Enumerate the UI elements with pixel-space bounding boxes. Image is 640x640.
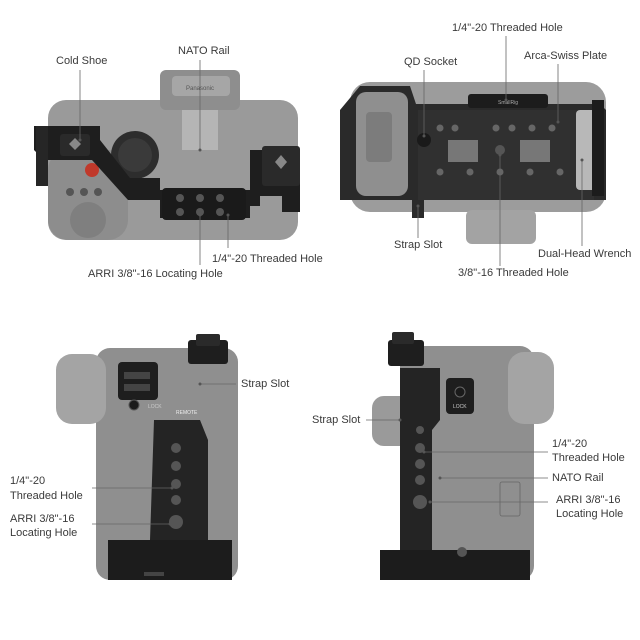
label-strap-slot-tr: Strap Slot — [394, 239, 443, 251]
label-threaded-hole-br-2: Threaded Hole — [552, 452, 625, 464]
label-threaded-hole-top: 1/4"-20 Threaded Hole — [212, 253, 323, 265]
label-threaded-hole-bl-2: Threaded Hole — [10, 490, 83, 502]
label-threaded-hole-br-1: 1/4"-20 — [552, 438, 588, 450]
lock-text-left: LOCK — [148, 404, 162, 410]
label-arri-br-1: ARRI 3/8"-16 — [556, 494, 621, 506]
label-arri-br-2: Locating Hole — [556, 508, 624, 520]
label-threaded-hole-bl-1: 1/4"-20 — [10, 475, 46, 487]
label-qd-socket: QD Socket — [404, 56, 458, 68]
label-dual-head-wrench: Dual-Head Wrench — [538, 248, 632, 260]
label-arri-bl-1: ARRI 3/8"-16 — [10, 513, 75, 525]
remote-text: REMOTE — [176, 410, 198, 416]
label-threaded-hole-38: 3/8"-16 Threaded Hole — [458, 267, 569, 279]
label-strap-slot-bl: Strap Slot — [241, 378, 290, 390]
label-arri-hole-top: ARRI 3/8"-16 Locating Hole — [88, 268, 223, 280]
label-arri-bl-2: Locating Hole — [10, 527, 78, 539]
label-threaded-hole-tr: 1/4"-20 Threaded Hole — [452, 22, 563, 34]
plate-brand-text: SmallRig — [498, 100, 518, 106]
label-strap-slot-br: Strap Slot — [312, 414, 361, 426]
label-nato-rail-br: NATO Rail — [552, 472, 604, 484]
label-nato-rail-top: NATO Rail — [178, 45, 230, 57]
lock-text-right: LOCK — [453, 404, 467, 410]
label-arca-plate: Arca-Swiss Plate — [524, 50, 608, 62]
label-cold-shoe: Cold Shoe — [56, 55, 108, 67]
